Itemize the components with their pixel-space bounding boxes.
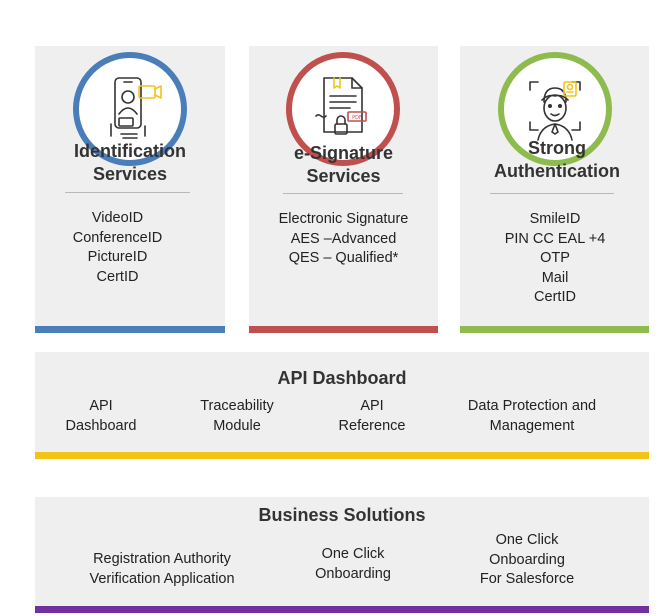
identification-services-divider <box>65 192 190 193</box>
traceability-module-item: Traceability Module <box>200 398 274 434</box>
list-item: Mail <box>541 269 569 286</box>
business-solutions-title: Business Solutions <box>258 505 426 525</box>
api-dashboard-accent-bar <box>35 452 649 459</box>
strong-authentication-divider <box>490 193 614 194</box>
api-dashboard-title: API Dashboard <box>277 368 407 388</box>
esignature-services-icon-circle: PDF <box>286 52 400 166</box>
strong-authentication-accent-bar <box>460 326 649 333</box>
esignature-services-title: e-Signature Services <box>293 143 394 186</box>
esignature-services-card: PDF e-Signature Services Electronic Sign… <box>249 46 438 333</box>
business-solutions-panel: Business Solutions Registration Authorit… <box>35 497 649 613</box>
identification-services-accent-bar <box>35 326 225 333</box>
list-item: PictureID <box>87 249 148 265</box>
list-item: AES –Advanced <box>290 230 397 247</box>
list-item: CertID <box>96 268 139 285</box>
list-item: OTP <box>540 250 570 266</box>
data-protection-item: Data Protection and Management <box>467 398 597 434</box>
esignature-services-accent-bar <box>249 326 438 333</box>
identification-services-list: VideoID ConferenceID PictureID CertID <box>35 209 200 287</box>
list-item: QES – Qualified* <box>288 250 399 266</box>
one-click-onboarding-salesforce-item: One Click Onboarding For Salesforce <box>479 532 575 587</box>
list-item: ConferenceID <box>72 229 163 246</box>
list-item: Electronic Signature <box>278 211 409 227</box>
list-item: SmileID <box>529 211 581 227</box>
identification-services-card: Identification Services VideoID Conferen… <box>35 46 225 333</box>
svg-text:PDF: PDF <box>352 115 362 121</box>
esignature-services-list: Electronic Signature AES –Advanced QES –… <box>249 210 438 269</box>
strong-authentication-list: SmileID PIN CC EAL +4 OTP Mail CertID <box>460 210 650 308</box>
identification-services-title: Identification Services <box>74 141 186 184</box>
api-dashboard-panel: API Dashboard API Dashboard Traceability… <box>35 352 649 459</box>
strong-authentication-icon-circle <box>498 52 612 166</box>
face-recognition-icon <box>529 81 581 141</box>
list-item: PIN CC EAL +4 <box>504 230 606 247</box>
business-solutions-accent-bar <box>35 606 649 613</box>
one-click-onboarding-item: One Click Onboarding <box>315 546 391 582</box>
registration-authority-item: Registration Authority Verification Appl… <box>89 551 235 587</box>
list-item: VideoID <box>91 210 144 226</box>
identification-services-icon-circle <box>73 52 187 166</box>
smartphone-video-person-icon <box>110 77 162 139</box>
strong-authentication-card: Strong Authentication SmileID PIN CC EAL… <box>460 46 649 333</box>
esignature-services-divider <box>283 193 403 194</box>
signed-document-pdf-lock-icon: PDF <box>315 77 367 135</box>
api-reference-item: API Reference <box>338 398 406 434</box>
api-dashboard-item: API Dashboard <box>65 398 137 434</box>
strong-authentication-title: Strong Authentication <box>494 138 620 181</box>
list-item: CertID <box>534 289 576 305</box>
